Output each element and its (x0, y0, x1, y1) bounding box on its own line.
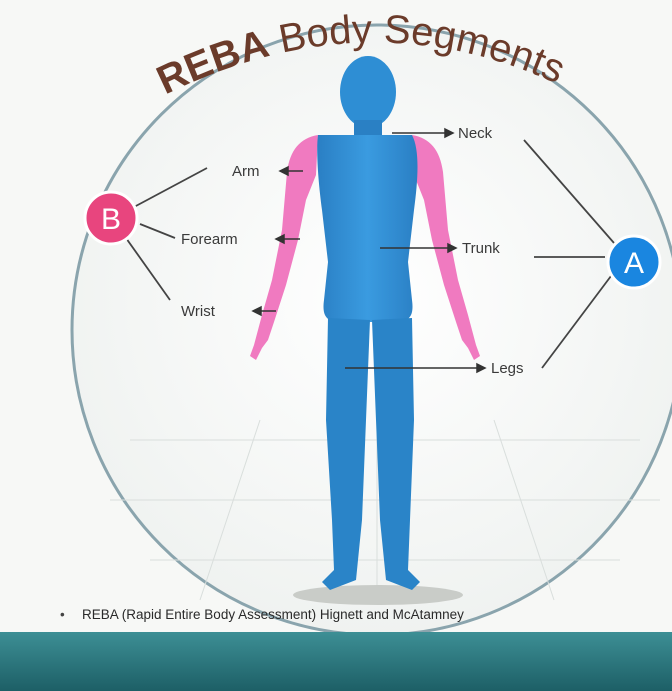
svg-text:B: B (101, 203, 121, 236)
group-a-badge: A (608, 236, 660, 288)
group-b-badge: B (85, 192, 137, 244)
footnote-text: REBA (Rapid Entire Body Assessment) Hign… (82, 607, 464, 622)
torso (317, 135, 417, 322)
label-neck: Neck (458, 125, 493, 142)
head (340, 56, 396, 128)
label-arm: Arm (232, 163, 260, 180)
svg-text:A: A (624, 247, 644, 280)
label-trunk: Trunk (462, 240, 500, 257)
footnote-bullet: • (60, 607, 82, 622)
label-legs: Legs (491, 360, 524, 377)
floor-shadow (293, 585, 463, 605)
footnote: •REBA (Rapid Entire Body Assessment) Hig… (60, 607, 464, 622)
label-forearm: Forearm (181, 231, 238, 248)
footer-bar (0, 632, 672, 691)
label-wrist: Wrist (181, 303, 216, 320)
